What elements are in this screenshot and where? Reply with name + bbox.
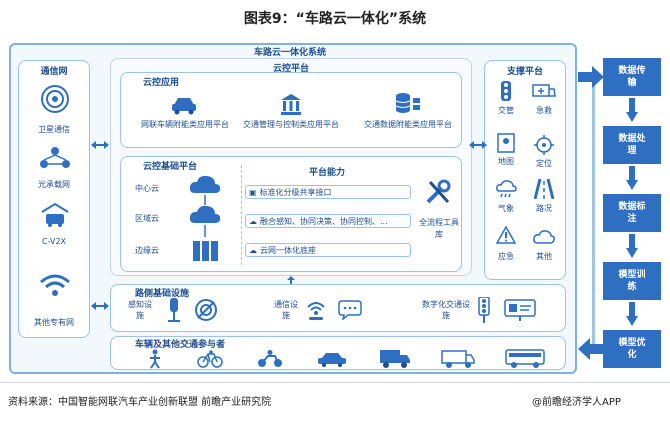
footer-divider [0,382,670,383]
location-icon [533,135,555,155]
arrow-cloud-support [469,140,487,150]
truck-icon [379,348,411,370]
arrow-from-optimize [578,338,604,360]
bicycle-icon [197,349,223,369]
roadside-item-sensing: 感知设施 [128,300,152,320]
cloud-app-traffic: 交通管理与控制类应用平台 [243,120,339,129]
arrow-down-3 [626,234,638,258]
cloud-base-label: 云控基础平台 [143,162,198,172]
car-icon [169,93,199,117]
support-label: 支撑平台 [506,67,543,77]
van-icon [441,348,475,370]
chat-icon [337,299,363,321]
flow-step-train: 模型训练 [603,262,661,300]
support-item-1: 急救 [536,106,552,115]
flow-step-transfer: 数据传输 [603,58,661,96]
cloud-region: 区域云 [135,214,159,223]
satellite-icon [39,83,71,115]
sign-board-icon [503,298,537,322]
system-label: 车路云一体化系统 [253,48,326,58]
support-panel: 支撑平台 交管 急救 地图 定位 气象 路况 应急 其他 [484,60,566,280]
source-text: 资料来源：中国智能网联汽车产业创新联盟 前瞻产业研究院 [8,397,272,408]
people-network-icon [39,145,71,173]
cloud-stack-icon [185,171,225,267]
map-icon [495,133,517,153]
wifi-icon [39,271,71,299]
support-item-2: 地图 [498,157,514,166]
pedestrian-icon [145,349,165,369]
cloud-icon [531,227,557,247]
network-item-cv2x: C-V2X [41,237,67,246]
support-item-6: 应急 [498,252,514,261]
arrow-network-roadside [91,301,109,311]
sedan-icon [317,349,347,369]
antenna-icon [305,299,327,321]
vehicles-panel: 车辆及其他交通参与者 [110,336,566,370]
cloud-center: 中心云 [135,184,159,193]
arrow-down-4 [626,302,638,326]
cloud-app-vehicle: 网联车辆附能类应用平台 [141,120,229,129]
network-item-other: 其他专有网 [34,318,74,327]
capability-item-fusion: ☁融合感知、协同决策、协同控制、... [245,214,411,228]
divider [241,165,242,265]
arrow-to-transfer [578,66,604,88]
flow-step-label: 数据标注 [603,194,661,232]
roadside-item-digital: 数字化交通设施 [422,300,470,320]
network-item-satellite: 卫星通信 [38,125,70,134]
cloud-small-icon: ☁ [249,216,257,226]
network-panel: 通信网 卫星通信 光承载网 C-V2X 其他专有网 [18,60,90,338]
cloud-small-icon: ☁ [249,245,257,255]
flow-connector [586,84,600,354]
support-item-0: 交管 [498,106,514,115]
brand-text: @前瞻经济学人APP [532,397,621,408]
capability-label: 平台能力 [309,168,346,178]
toolchain-label: 全流程工具库 [419,218,459,239]
flow-step-optimize: 模型优化 [603,330,661,368]
motorcycle-icon [257,349,283,369]
support-item-3: 定位 [536,159,552,168]
cloud-base-panel: 云控基础平台 中心云 区域云 边缘云 平台能力 ▣标准化分级共享接口 ☁融合感知… [120,156,462,272]
database-icon [393,91,423,117]
arrow-down-2 [626,166,638,190]
network-label: 通信网 [40,67,68,77]
weather-icon [493,179,519,199]
tools-icon [421,177,455,207]
page-title: 图表9：“车路云一体化”系统 [243,11,427,27]
network-item-optical: 光承载网 [38,180,70,189]
camera-icon [163,297,185,323]
traffic-light-icon [495,81,517,101]
cloud-apps-panel: 云控应用 网联车辆附能类应用平台 交通管理与控制类应用平台 交通数据附能类应用平… [120,72,462,148]
radar-icon [193,297,219,323]
road-icon [533,179,555,199]
building-icon [277,91,305,117]
vehicles-label: 车辆及其他交通参与者 [135,340,226,350]
roadside-item-comm: 通信设施 [274,300,298,320]
support-item-5: 路况 [536,204,552,213]
ambulance-icon [531,81,557,101]
cloud-platform-label: 云控平台 [272,64,309,74]
capability-item-interface: ▣标准化分级共享接口 [245,185,411,199]
bus-icon [505,348,545,370]
support-item-7: 其他 [536,252,552,261]
car-garage-icon [39,201,71,229]
arrow-network-cloud [91,140,109,150]
api-icon: ▣ [249,187,257,197]
roadside-panel: 路侧基础设施 感知设施 通信设施 数字化交通设施 [110,284,566,332]
traffic-signal-icon [475,297,493,323]
cloud-edge: 边缘云 [135,246,159,255]
roadside-label: 路侧基础设施 [135,289,190,299]
cloud-app-data: 交通数据附能类应用平台 [364,120,452,129]
cloud-apps-label: 云控应用 [143,78,180,88]
support-item-4: 气象 [498,204,514,213]
arrow-down-1 [626,98,638,122]
flow-step-process: 数据处理 [603,126,661,164]
capability-item-base: ☁云网一体化底座 [245,243,411,257]
warning-icon [495,225,517,245]
